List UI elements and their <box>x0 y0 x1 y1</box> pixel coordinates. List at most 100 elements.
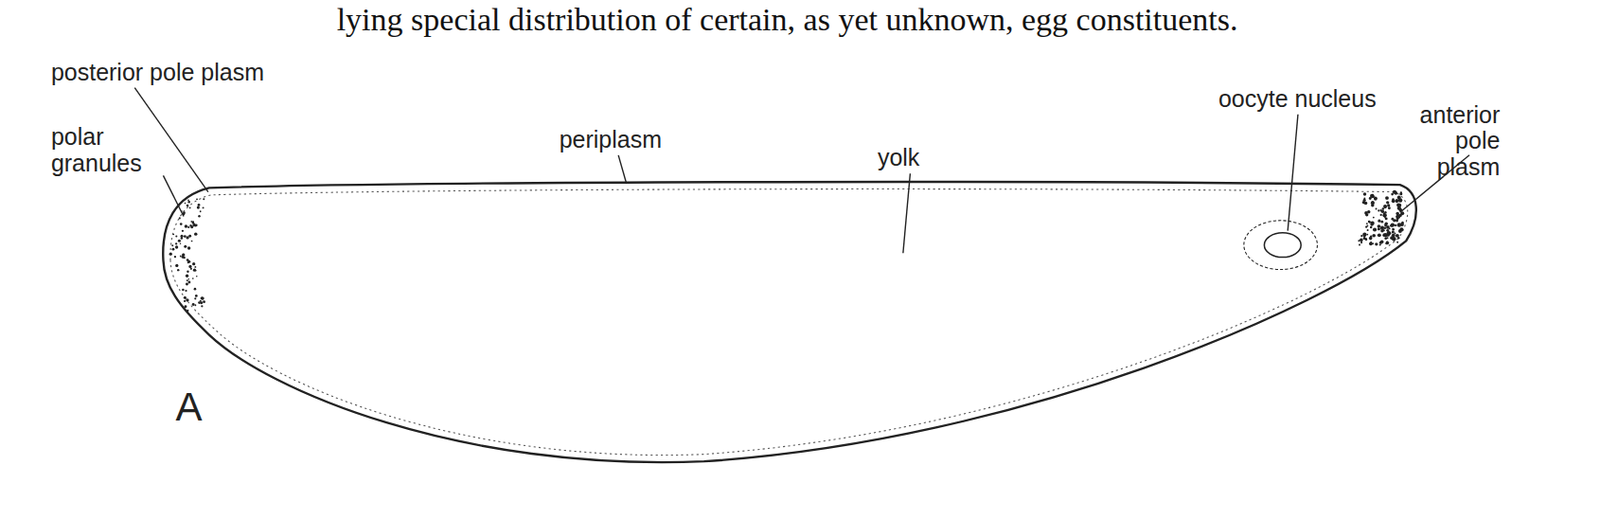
stipple-dot <box>179 255 182 258</box>
stipple-dot <box>1385 242 1388 246</box>
stipple-dot <box>175 242 178 245</box>
stipple-dot <box>188 281 192 285</box>
stipple-dot <box>1363 235 1366 238</box>
stipple-dot <box>194 266 196 268</box>
stipple-dot <box>1367 229 1369 232</box>
stipple-dot <box>192 220 195 223</box>
stipple-dot <box>172 248 176 251</box>
stipple-dot <box>1377 227 1381 231</box>
stipple-dot <box>1395 198 1400 203</box>
stipple-dot <box>1384 227 1387 230</box>
stipple-dot <box>1386 236 1389 239</box>
stipple-dot <box>1360 241 1363 244</box>
stipple-dot <box>188 234 192 238</box>
leader-lines <box>134 88 1470 254</box>
stipple-dot <box>1371 195 1375 198</box>
stipple-dot <box>171 244 174 247</box>
stipple-dot <box>1374 242 1378 246</box>
stipple-dot <box>1370 200 1374 204</box>
stipple-dot <box>1382 213 1387 217</box>
stipple-dot <box>1372 227 1377 232</box>
stipple-dot <box>200 296 204 300</box>
stipple-dot <box>179 242 182 245</box>
stipple-dot <box>1384 223 1387 227</box>
stipple-dot <box>1368 220 1371 223</box>
stipple-dot <box>1370 221 1375 226</box>
stipple-dot <box>1385 216 1388 220</box>
stipple-dot <box>195 275 198 278</box>
stipple-dot <box>1397 206 1402 211</box>
stipple-dot <box>1377 232 1382 237</box>
stipple-dot <box>1391 230 1395 233</box>
stipple-dot <box>1391 197 1395 201</box>
stipple-dot <box>1386 231 1390 234</box>
stipple-dot <box>1395 233 1400 238</box>
stipple-dot <box>187 246 191 249</box>
stipple-dot <box>177 268 179 271</box>
stipple-dot <box>1392 218 1396 222</box>
stipple-dot <box>187 260 191 264</box>
stipple-dot <box>1380 213 1383 216</box>
stipple-dot <box>187 226 190 229</box>
stipple-dot <box>1364 237 1368 241</box>
stipple-dot <box>1369 222 1373 226</box>
stipple-dot <box>185 274 189 278</box>
stipple-dot <box>183 304 187 308</box>
stipple-dot <box>182 211 186 214</box>
stipple-dot <box>185 298 189 302</box>
stipple-dot <box>190 267 193 270</box>
stipple-dot <box>186 204 190 208</box>
stipple-dot <box>181 288 185 292</box>
stipple-dot <box>1365 238 1368 241</box>
stipple-dot <box>183 245 187 249</box>
stipple-dot <box>184 289 187 292</box>
stipple-dot <box>1368 241 1373 246</box>
stipple-dot <box>1366 222 1369 225</box>
stipple-dot <box>202 206 205 209</box>
stipple-dot <box>202 197 205 200</box>
part-label: polar granules <box>51 124 164 177</box>
stipple-dot <box>1370 203 1374 207</box>
stipple-dot <box>186 270 189 273</box>
stipple-dot <box>182 256 185 259</box>
stipple-dot <box>1369 234 1373 238</box>
stipple-dot <box>1394 191 1399 196</box>
stipple-dot <box>178 216 181 219</box>
stipple-dot <box>1380 239 1384 243</box>
stipple-dot <box>1360 234 1363 237</box>
stipple-dot <box>180 210 183 213</box>
stipple-dot <box>1400 211 1405 215</box>
stipple-dot <box>1367 210 1371 214</box>
stipple-dot <box>199 210 202 213</box>
stipple-dot <box>1395 219 1399 223</box>
stipple-dot <box>1377 219 1381 223</box>
stipple-dot <box>1385 195 1389 200</box>
stipple-dot <box>185 235 189 239</box>
stipple-dot <box>1396 213 1401 218</box>
stipple-dot <box>175 245 178 249</box>
stipple-dot <box>199 301 203 304</box>
stipple-dot <box>189 224 192 227</box>
stipple-dot <box>193 268 196 272</box>
stipple-dot <box>1386 200 1389 204</box>
stipple-dot <box>1388 227 1391 230</box>
stipple-dot <box>1368 196 1372 200</box>
stipple-dot <box>1393 231 1396 234</box>
part-label: oocyte nucleus <box>1218 86 1377 113</box>
stipple-dot <box>1390 223 1393 226</box>
pole-plasm-stipple <box>169 190 1405 313</box>
stipple-dot <box>169 252 173 256</box>
stipple-dot <box>1359 238 1364 243</box>
stipple-dot <box>1365 226 1368 229</box>
stipple-dot <box>1384 216 1387 219</box>
periplasm-line <box>170 189 1408 456</box>
stipple-dot <box>180 236 183 239</box>
stipple-dot <box>1401 221 1405 225</box>
figure-letter: A <box>175 385 202 429</box>
stipple-dot <box>175 235 178 238</box>
stipple-dot <box>183 234 187 238</box>
stipple-dot <box>174 255 177 258</box>
stipple-dot <box>1380 220 1384 224</box>
stipple-dot <box>188 265 192 268</box>
stipple-dot <box>1394 224 1397 227</box>
